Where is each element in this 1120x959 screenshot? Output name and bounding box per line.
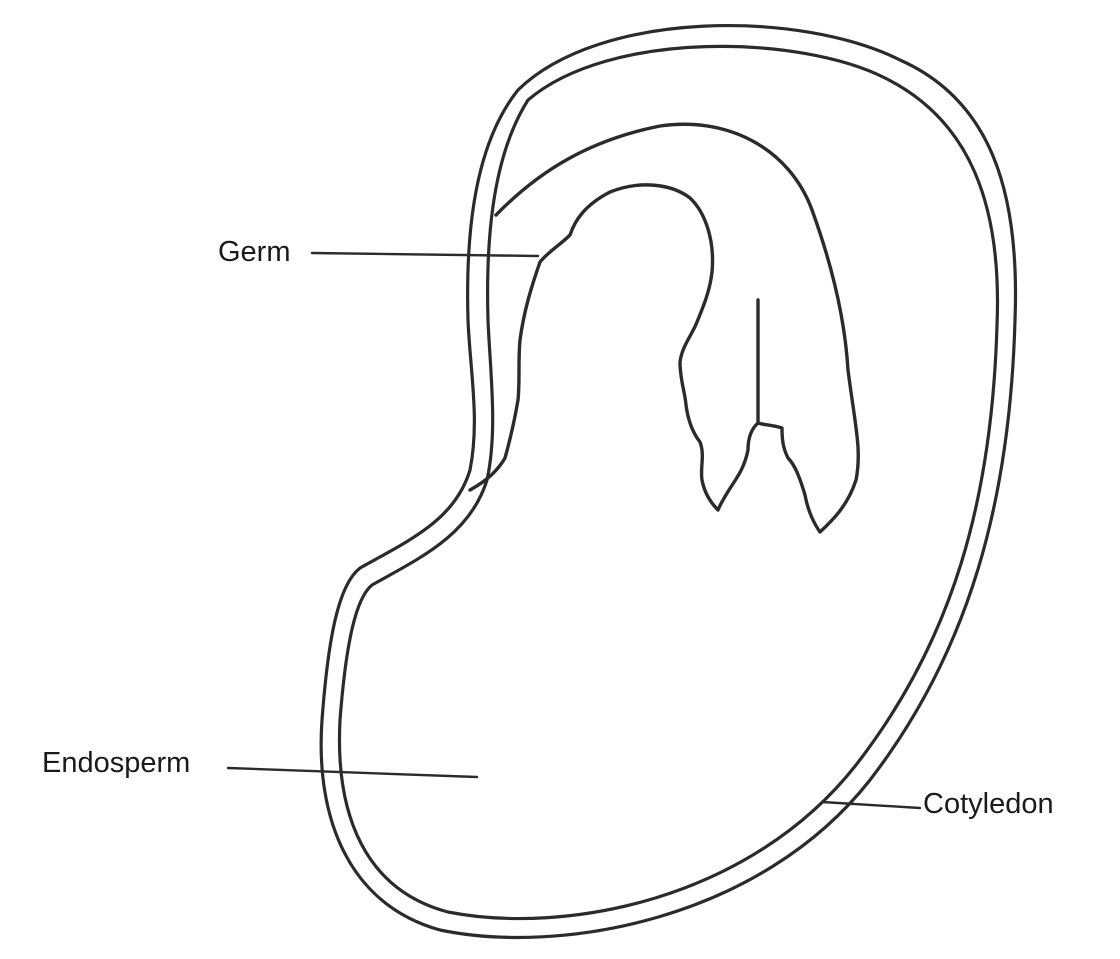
endosperm-label: Endosperm: [42, 747, 190, 779]
endosperm-leader-line: [228, 768, 477, 777]
seed-coat-inner-outline: [339, 46, 997, 918]
cotyledon-leader-line: [822, 802, 920, 808]
seed-coat-outer-outline: [321, 26, 1015, 938]
germ-outline: [470, 124, 858, 532]
germ-leader-line: [312, 253, 538, 256]
cotyledon-label: Cotyledon: [923, 788, 1054, 820]
germ-label: Germ: [218, 236, 291, 268]
